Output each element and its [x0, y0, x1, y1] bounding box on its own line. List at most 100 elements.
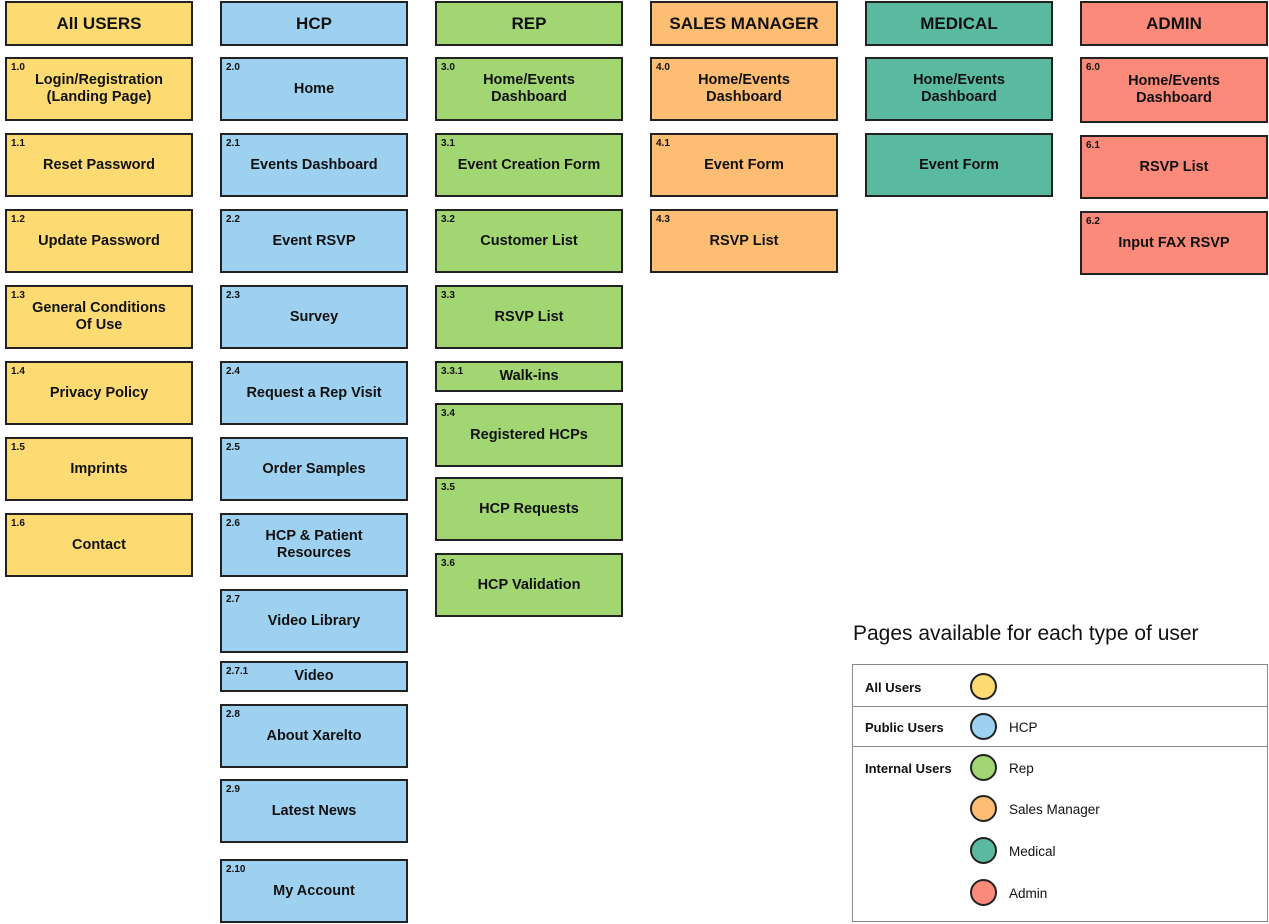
page-label: Order Samples: [262, 460, 366, 477]
page-label: Event Form: [704, 156, 784, 173]
page-number: 1.5: [11, 442, 25, 453]
column-header-hcp: HCP: [220, 1, 408, 46]
page-label: Login/Registration (Landing Page): [34, 72, 164, 105]
legend: All Users Public Users Internal Users HC…: [852, 664, 1268, 922]
page-label: Event Form: [919, 156, 999, 173]
legend-label-hcp: HCP: [1009, 720, 1038, 735]
legend-divider: [853, 706, 1267, 707]
page-label: Input FAX RSVP: [1118, 234, 1230, 251]
page-label: Events Dashboard: [250, 156, 378, 173]
page-number: 3.3: [441, 290, 455, 301]
page-number: 4.1: [656, 138, 670, 149]
page-number: 2.4: [226, 366, 240, 377]
column-header-sm: SALES MANAGER: [650, 1, 838, 46]
page-number: 3.2: [441, 214, 455, 225]
page-box: 3.3.1 Walk-ins: [435, 361, 623, 392]
page-number: 1.3: [11, 290, 25, 301]
page-number: 2.3: [226, 290, 240, 301]
page-number: 1.2: [11, 214, 25, 225]
page-label: Reset Password: [42, 156, 156, 173]
column-header-rep: REP: [435, 1, 623, 46]
page-number: 1.4: [11, 366, 25, 377]
legend-label-sales-manager: Sales Manager: [1009, 802, 1100, 817]
page-label: About Xarelto: [266, 727, 362, 744]
page-number: 2.6: [226, 518, 240, 529]
page-label: Video Library: [267, 612, 361, 629]
column-header-all: All USERS: [5, 1, 193, 46]
page-label: Latest News: [271, 802, 357, 819]
page-number: 2.9: [226, 784, 240, 795]
legend-swatch-hcp: [970, 713, 997, 740]
page-label: General Conditions Of Use: [32, 300, 166, 333]
page-number: 3.4: [441, 408, 455, 419]
page-label: RSVP List: [1139, 158, 1209, 175]
page-label: Home: [293, 80, 335, 97]
page-box: Home/Events Dashboard: [865, 57, 1053, 121]
page-number: 2.8: [226, 709, 240, 720]
page-label: Home/Events Dashboard: [698, 72, 790, 105]
page-label: Walk-ins: [499, 368, 559, 384]
legend-swatch-all-users: [970, 673, 997, 700]
page-label: Home/Events Dashboard: [1128, 73, 1220, 106]
legend-title: Pages available for each type of user: [853, 622, 1199, 645]
page-label: My Account: [273, 882, 355, 899]
page-number: 2.7: [226, 594, 240, 605]
page-number: 6.2: [1086, 216, 1100, 227]
page-label: RSVP List: [494, 308, 564, 325]
page-number: 3.3.1: [441, 366, 464, 377]
page-label: HCP & Patient Resources: [265, 528, 363, 561]
page-number: 6.0: [1086, 62, 1100, 73]
page-number: 3.0: [441, 62, 455, 73]
page-number: 2.7.1: [226, 666, 249, 677]
page-number: 3.1: [441, 138, 455, 149]
legend-swatch-medical: [970, 837, 997, 864]
page-label: HCP Validation: [477, 576, 581, 593]
page-label: HCP Requests: [479, 500, 579, 517]
legend-group-internal-users: Internal Users: [865, 761, 952, 776]
page-label: Request a Rep Visit: [246, 384, 382, 401]
page-label: Customer List: [480, 232, 578, 249]
page-label: Survey: [289, 308, 339, 325]
page-label: RSVP List: [709, 232, 779, 249]
page-number: 2.2: [226, 214, 240, 225]
page-label: Event Creation Form: [457, 156, 601, 173]
page-box: Event Form: [865, 133, 1053, 197]
page-number: 6.1: [1086, 140, 1100, 151]
page-number: 2.10: [226, 864, 246, 875]
page-label: Video: [294, 668, 334, 684]
page-label: Privacy Policy: [49, 384, 149, 401]
page-number: 2.0: [226, 62, 240, 73]
legend-swatch-admin: [970, 879, 997, 906]
column-header-adm: ADMIN: [1080, 1, 1268, 46]
legend-group-public-users: Public Users: [865, 720, 944, 735]
legend-group-all-users: All Users: [865, 680, 922, 695]
page-label: Home/Events Dashboard: [483, 72, 575, 105]
page-label: Home/Events Dashboard: [913, 72, 1005, 105]
page-label: Imprints: [70, 460, 128, 477]
page-number: 2.1: [226, 138, 240, 149]
